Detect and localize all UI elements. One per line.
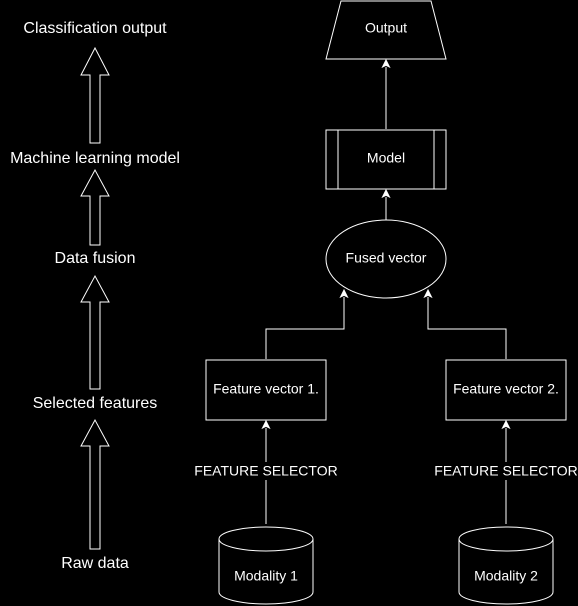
feature-selector-1-label: FEATURE SELECTOR [194, 463, 337, 479]
fused-vector-node [325, 219, 447, 299]
output-node [325, 0, 447, 60]
stage-column: Classification output Machine learning m… [10, 20, 180, 572]
modality-1-label: Modality 1 [234, 568, 298, 584]
up-arrow-icon [80, 168, 110, 246]
selector-2-label-bg [435, 462, 577, 480]
stage-raw-data: Raw data [61, 555, 129, 572]
fused-vector-label: Fused vector [346, 250, 427, 266]
feature-selector-2-label: FEATURE SELECTOR [434, 463, 577, 479]
output-label: Output [365, 20, 407, 36]
edge-fv1-to-fused [265, 297, 345, 359]
stage-selected-features: Selected features [33, 395, 158, 412]
feature-vector-2-node [445, 359, 567, 421]
up-arrow-icon [80, 418, 110, 550]
model-label: Model [367, 150, 405, 166]
arrowhead [501, 419, 511, 430]
feature-vector-2-label: Feature vector 2. [453, 381, 559, 397]
modality-2-node [458, 526, 554, 605]
up-arrow-icon [80, 274, 110, 390]
modality-2-label: Modality 2 [474, 568, 538, 584]
arrowhead [423, 288, 433, 299]
arrowhead [261, 419, 271, 430]
edge-fv2-to-fused [427, 297, 507, 359]
arrowhead [339, 288, 349, 299]
feature-vector-1-label: Feature vector 1. [213, 381, 319, 397]
architecture: Output Model Fused vector Feature vector… [194, 0, 578, 605]
modality-1-node [218, 526, 314, 605]
selector-1-label-bg [195, 462, 337, 480]
model-node [325, 129, 447, 190]
stage-data-fusion: Data fusion [55, 250, 136, 267]
up-arrow-icon [80, 46, 110, 144]
arrowhead [381, 188, 391, 199]
feature-vector-1-node [205, 359, 327, 421]
arrowhead [381, 58, 391, 69]
stage-classification-output: Classification output [23, 20, 167, 37]
stage-machine-learning-model: Machine learning model [10, 150, 180, 167]
